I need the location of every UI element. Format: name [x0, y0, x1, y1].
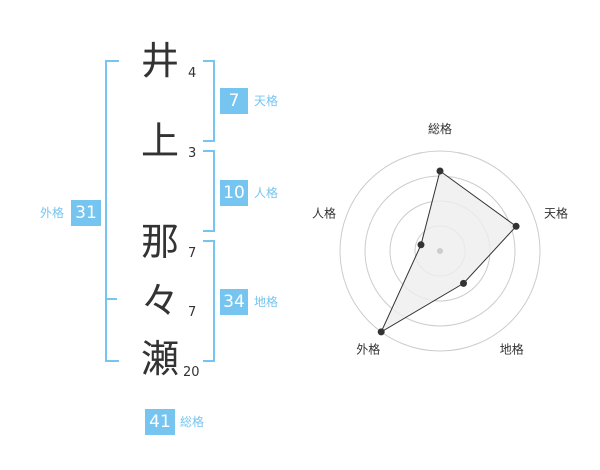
radar-point-外格: [377, 328, 385, 336]
name-char-1: 井: [140, 39, 179, 83]
gaikaku-bracket-divider: [105, 298, 117, 300]
jinkaku-bracket: [203, 150, 215, 232]
radar-axis-label: 外格: [356, 342, 380, 357]
name-char-3: 那: [140, 220, 179, 264]
gaikaku-bracket: [105, 60, 119, 362]
radar-point-総格: [436, 167, 444, 175]
radar-point-地格: [460, 279, 467, 287]
radar-ring-4: [339, 150, 541, 352]
stroke-count-3: 7: [188, 246, 197, 261]
gaikaku-badge: 31: [71, 200, 101, 226]
stroke-count-1: 4: [188, 66, 197, 81]
soukaku-badge: 41: [145, 409, 175, 435]
radar-axis-label: 人格: [312, 205, 336, 220]
soukaku-label: 総格: [180, 415, 205, 429]
tenkaku-label: 天格: [254, 94, 279, 108]
name-char-4: 々: [140, 279, 179, 323]
name-char-2: 上: [140, 119, 179, 163]
radar-axis-label: 天格: [544, 205, 568, 220]
chikaku-badge: 34: [220, 289, 248, 315]
radar-axis-label: 総格: [428, 121, 452, 136]
tenkaku-bracket: [203, 60, 215, 142]
stroke-count-4: 7: [188, 305, 197, 320]
stroke-count-2: 3: [188, 146, 197, 161]
radar-axis-label: 地格: [500, 342, 524, 357]
radar-series-polygon: [380, 170, 517, 334]
radar-center-dot: [437, 248, 443, 254]
name-char-5: 瀬: [140, 337, 179, 381]
gaikaku-label: 外格: [40, 206, 65, 220]
radar-point-天格: [512, 222, 520, 230]
jinkaku-label: 人格: [254, 186, 279, 200]
chikaku-label: 地格: [254, 295, 279, 309]
stroke-count-5: 20: [183, 365, 200, 380]
chikaku-bracket: [203, 240, 215, 362]
radar-point-人格: [417, 241, 425, 249]
tenkaku-badge: 7: [220, 88, 248, 114]
jinkaku-badge: 10: [220, 180, 248, 206]
